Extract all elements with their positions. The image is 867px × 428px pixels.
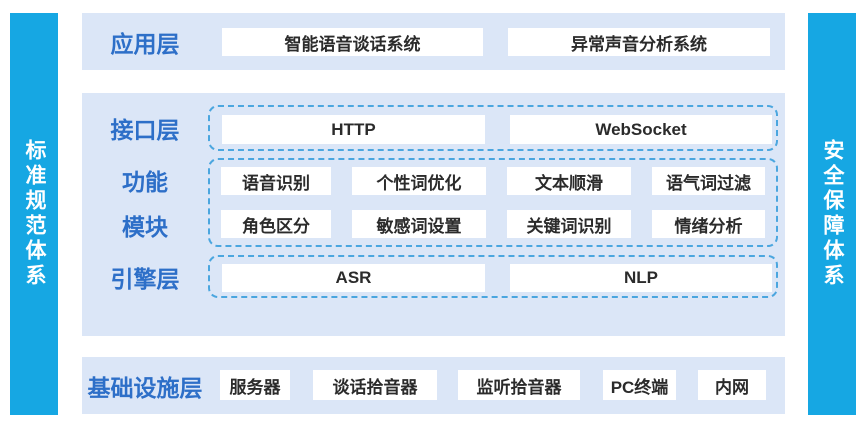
infra-box-pc-terminal: PC终端: [603, 370, 676, 400]
engine-box-asr: ASR: [222, 264, 485, 292]
function-box-keyword-recognition: 关键词识别: [507, 210, 631, 238]
infrastructure-layer-label: 基础设施层: [87, 374, 203, 401]
infrastructure-layer-panel: 基础设施层 服务器 谈话拾音器 监听拾音器 PC终端 内网: [82, 357, 785, 414]
engine-box-nlp: NLP: [510, 264, 772, 292]
app-box-intelligent-voice-system: 智能语音谈话系统: [222, 28, 483, 56]
left-pillar-standards: 标准规范体系: [10, 13, 58, 415]
function-box-speech-recognition: 语音识别: [221, 167, 331, 195]
function-module-label-line1: 功能: [122, 169, 168, 196]
core-layers-panel: 接口层 HTTP WebSocket 功能 模块 语音识别 个性词优化 文本顺滑…: [82, 93, 785, 336]
function-box-role-separation: 角色区分: [221, 210, 331, 238]
function-row-2: 角色区分 敏感词设置 关键词识别 情绪分析: [221, 210, 765, 238]
engine-layer-label: 引擎层: [110, 265, 180, 292]
application-layer-panel: 应用层 智能语音谈话系统 异常声音分析系统: [82, 13, 785, 70]
interface-box-http: HTTP: [222, 115, 485, 144]
function-module-label-line2: 模块: [122, 213, 168, 240]
interface-layer-group: HTTP WebSocket: [208, 105, 778, 151]
function-box-filler-word-filter: 语气词过滤: [652, 167, 765, 195]
left-pillar-label: 标准规范体系: [23, 139, 46, 289]
infra-box-intranet: 内网: [698, 370, 766, 400]
app-box-abnormal-sound-system: 异常声音分析系统: [508, 28, 770, 56]
interface-box-websocket: WebSocket: [510, 115, 772, 144]
function-row-1: 语音识别 个性词优化 文本顺滑 语气词过滤: [221, 167, 765, 195]
interface-layer-label: 接口层: [110, 117, 180, 143]
infra-box-server: 服务器: [220, 370, 290, 400]
function-module-label: 功能 模块: [82, 158, 208, 247]
infra-box-conversation-pickup: 谈话拾音器: [313, 370, 437, 400]
function-box-sensitive-word-setting: 敏感词设置: [352, 210, 486, 238]
infra-box-monitor-pickup: 监听拾音器: [458, 370, 580, 400]
right-pillar-security: 安全保障体系: [808, 13, 856, 415]
application-layer-label: 应用层: [110, 30, 180, 57]
function-box-personal-word-optimization: 个性词优化: [352, 167, 486, 195]
function-box-text-smoothing: 文本顺滑: [507, 167, 631, 195]
function-box-emotion-analysis: 情绪分析: [652, 210, 765, 238]
function-module-group: 语音识别 个性词优化 文本顺滑 语气词过滤 角色区分 敏感词设置 关键词识别 情…: [208, 158, 778, 247]
engine-layer-group: ASR NLP: [208, 255, 778, 298]
right-pillar-label: 安全保障体系: [821, 139, 844, 289]
